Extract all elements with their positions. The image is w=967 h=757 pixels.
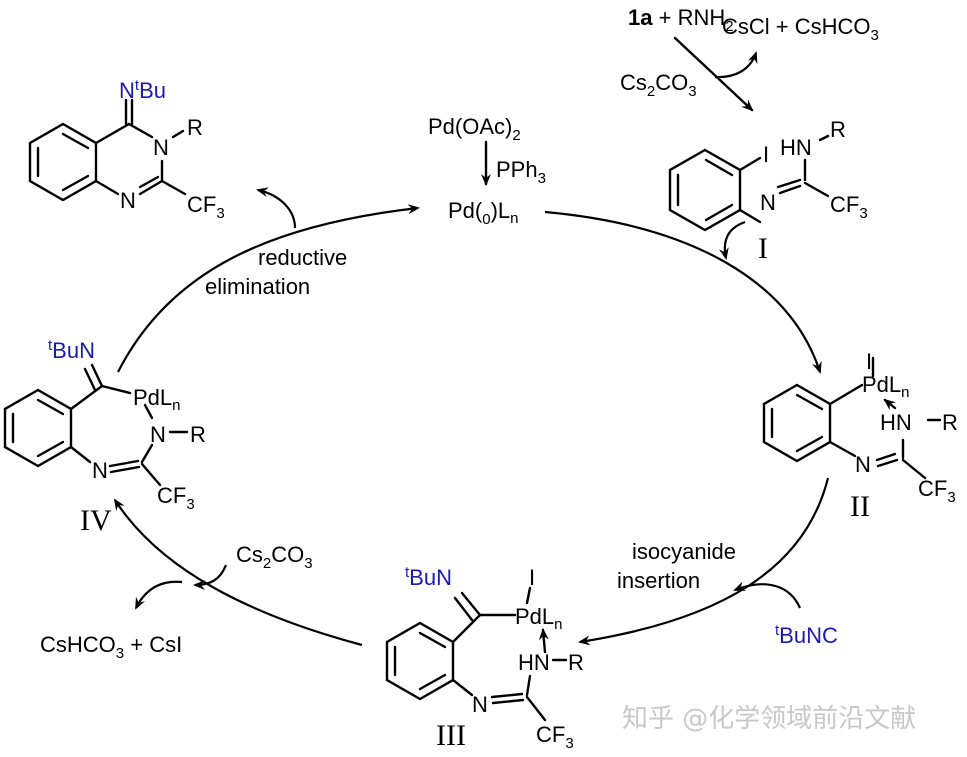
elimination-label-line1: reductive [258, 245, 347, 270]
pd0-label: Pd(0)Ln [448, 198, 519, 228]
svg-text:HN: HN [880, 410, 912, 435]
svg-text:R: R [190, 422, 206, 447]
arc-pd0-to-ii [544, 210, 822, 374]
svg-text:NtBu: NtBu [119, 77, 166, 103]
intermediate-iv-label: IV [80, 504, 112, 537]
base-step-base: Cs2CO3 [236, 542, 313, 572]
pph3-label: PPh3 [496, 157, 546, 187]
svg-text:CF3: CF3 [187, 192, 225, 222]
intermediate-i-label: I [758, 232, 768, 265]
svg-text:CF3: CF3 [918, 476, 956, 506]
watermark: 知乎 @化学领域前沿文献 [622, 704, 916, 734]
svg-text:HN: HN [518, 650, 550, 675]
svg-text:PdLn: PdLn [133, 385, 181, 414]
svg-text:PdLn: PdLn [862, 372, 910, 401]
top-base: Cs2CO3 [620, 70, 697, 100]
base-out-arrow [135, 580, 183, 610]
intermediate-iv-structure: tBuN PdLn N R N CF3 [3, 337, 206, 513]
svg-text:N: N [855, 452, 871, 477]
top-byproducts: CsCl + CsHCO3 [722, 14, 879, 44]
elimination-label-line2: elimination [205, 274, 310, 299]
svg-text:R: R [187, 115, 203, 140]
intermediate-i-structure: I HN R N CF3 [668, 117, 868, 232]
substrate-plus-amine: 1a + RNH2 [628, 5, 734, 35]
svg-text:tBuN: tBuN [48, 337, 95, 363]
base-step-byproducts: CsHCO3 + CsI [40, 632, 182, 662]
arc-iii-to-iv [113, 498, 363, 647]
pd-oac2-label: Pd(OAc)2 [428, 114, 521, 144]
svg-text:CF3: CF3 [157, 483, 195, 513]
svg-text:CF3: CF3 [536, 722, 574, 752]
product-release-arrow [256, 187, 297, 229]
svg-text:N: N [92, 458, 108, 483]
insertion-label-line1: isocyanide [632, 539, 736, 564]
isocyanide-addition-arrow [733, 581, 802, 609]
svg-text:R: R [568, 650, 584, 675]
formation-arrow [673, 36, 754, 112]
svg-text:R: R [942, 410, 958, 435]
intermediate-iii-label: III [436, 719, 466, 752]
oxidative-addition-arrow [718, 220, 746, 260]
svg-text:N: N [120, 188, 136, 213]
svg-text:HN: HN [780, 135, 812, 160]
isocyanide-reagent: tBuNC [775, 622, 838, 648]
insertion-label-line2: insertion [617, 568, 700, 593]
svg-text:R: R [830, 117, 846, 142]
arc-iv-to-pd0 [117, 204, 420, 373]
svg-text:I: I [529, 565, 535, 590]
svg-text:N: N [150, 422, 166, 447]
product-structure: NtBu N R N CF3 [28, 77, 225, 222]
svg-text:N: N [760, 190, 776, 215]
svg-text:N: N [153, 135, 169, 160]
svg-text:N: N [472, 692, 488, 717]
svg-text:I: I [866, 349, 872, 374]
intermediate-ii-structure: I PdLn HN R N CF3 [762, 349, 958, 506]
intermediate-iii-structure: tBuN I PdLn HN R N CF3 [385, 564, 584, 752]
intermediate-ii-label: II [850, 490, 870, 523]
svg-text:CF3: CF3 [830, 192, 868, 222]
svg-text:I: I [763, 142, 769, 167]
base-in-arrow [193, 564, 228, 590]
svg-text:tBuN: tBuN [405, 564, 452, 590]
byproduct-release-arrow [714, 51, 758, 79]
svg-text:PdLn: PdLn [515, 604, 563, 633]
